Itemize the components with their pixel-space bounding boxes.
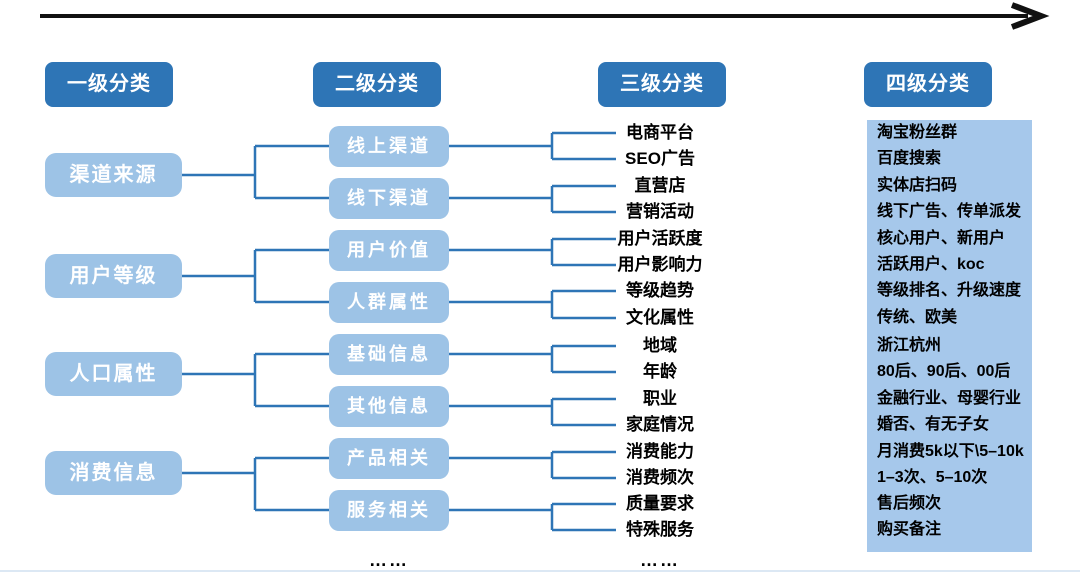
level4-item: 月消费5k以下\5–10k [877,443,1024,460]
level3-item: 特殊服务 [626,520,694,539]
level1-node-consumption-info: 消费信息 [45,451,182,495]
l2-connector [449,344,616,374]
level2-node-offline-channel: 线下渠道 [329,178,449,219]
level2-node-user-value: 用户价值 [329,230,449,271]
l2-connector [449,502,616,532]
level2-ellipsis: …… [369,550,409,570]
l2-connector [449,397,616,427]
header-level-4: 四级分类 [864,62,992,107]
level4-item: 金融行业、母婴行业 [877,390,1022,407]
bottom-border [0,570,1080,572]
l2-connector [449,450,616,480]
level4-item: 百度搜索 [877,150,942,167]
level4-item: 浙江杭州 [877,337,942,354]
level3-item: SEO广告 [625,149,695,168]
l2-connector [449,184,616,214]
l2-connector [449,131,616,161]
level4-item: 传统、欧美 [877,309,958,326]
l1-connector [182,144,329,200]
level3-item: 消费能力 [626,442,694,461]
header-level-3: 三级分类 [598,62,726,107]
top-arrow-head [1010,2,1050,30]
level3-ellipsis: …… [640,550,680,570]
level4-item: 婚否、有无子女 [877,416,990,433]
level4-item: 实体店扫码 [877,177,958,194]
level4-item: 等级排名、升级速度 [877,282,1022,299]
level3-item: 年龄 [643,362,677,381]
level2-node-online-channel: 线上渠道 [329,126,449,167]
level2-node-other-info: 其他信息 [329,386,449,427]
level1-node-channel-source: 渠道来源 [45,153,182,197]
level3-item: 营销活动 [626,202,694,221]
level3-item: 质量要求 [626,494,694,513]
level4-item: 1–3次、5–10次 [877,469,988,486]
level4-item: 核心用户、新用户 [877,230,1006,247]
level2-node-basic-info: 基础信息 [329,334,449,375]
level4-panel [867,120,1032,552]
level3-item: 等级趋势 [626,281,694,300]
level1-node-demographics: 人口属性 [45,352,182,396]
level3-item: 用户活跃度 [617,229,703,248]
level4-item: 80后、90后、00后 [877,363,1011,380]
level2-node-crowd-attribute: 人群属性 [329,282,449,323]
l2-connector [449,237,616,267]
l1-connector [182,456,329,512]
level4-item: 购买备注 [877,521,942,538]
level3-item: 地域 [643,336,677,355]
level4-item: 淘宝粉丝群 [877,124,958,141]
level3-item: 职业 [643,389,677,408]
level3-item: 直营店 [634,176,686,195]
level4-item: 线下广告、传单派发 [877,203,1022,220]
level1-node-user-grade: 用户等级 [45,254,182,298]
level3-item: 文化属性 [626,308,694,327]
l1-connector [182,352,329,408]
level3-item: 用户影响力 [617,255,703,274]
level2-node-service-related: 服务相关 [329,490,449,531]
level2-node-product-related: 产品相关 [329,438,449,479]
header-level-2: 二级分类 [313,62,441,107]
l2-connector [449,289,616,320]
l1-connector [182,248,329,304]
header-level-1: 一级分类 [45,62,173,107]
level3-item: 消费频次 [626,468,694,487]
level4-item: 售后频次 [877,495,942,512]
level3-item: 家庭情况 [626,415,694,434]
level4-item: 活跃用户、koc [877,256,985,273]
level3-item: 电商平台 [626,123,694,142]
